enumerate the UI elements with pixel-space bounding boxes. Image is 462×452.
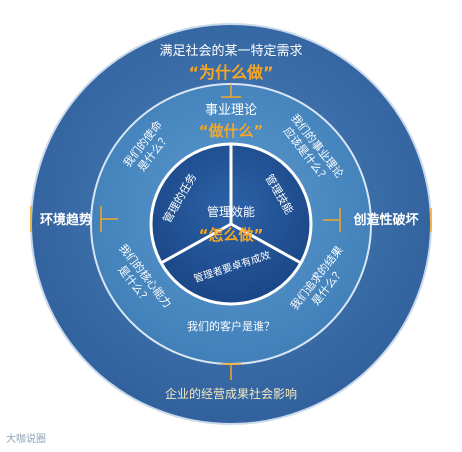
outer-top-line1: 满足社会的某一特定需求 [159, 43, 302, 59]
watermark-text: 大咖说圈 [6, 434, 46, 445]
sector-divider-lower-left [160, 222, 232, 265]
middle-top-line2: “做什么” [199, 122, 264, 140]
outer-top-line2: “为什么做” [188, 63, 273, 82]
connector-left [30, 206, 118, 232]
center-subtitle: “怎么做” [199, 226, 264, 244]
outer-bottom-label: 企业的经营成果社会影响 [165, 386, 297, 401]
outer-right-label: 创造性破坏 [352, 212, 418, 228]
middle-top-line1: 事业理论 [205, 103, 257, 118]
outer-left-label: 环境趋势 [40, 212, 92, 228]
center-title: 管理效能 [207, 204, 255, 219]
question-customer: 我们的客户是谁？ [187, 319, 275, 333]
connector-top [221, 84, 241, 98]
sector-divider-lower-right [230, 222, 302, 265]
connector-bottom [221, 363, 241, 380]
connector-right [323, 208, 432, 232]
